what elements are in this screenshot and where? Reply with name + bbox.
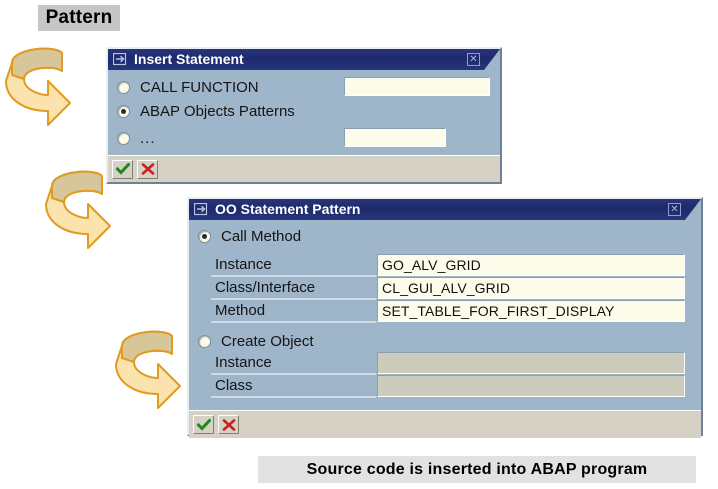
radio-label-create-object: Create Object [221, 332, 314, 350]
field-label-create-instance: Instance [211, 352, 376, 375]
field-input-create-class[interactable] [377, 375, 685, 397]
oo-statement-pattern-dialog[interactable]: OO Statement Pattern ✕ Call Method Insta… [187, 197, 703, 438]
radio-abap-objects-patterns[interactable] [117, 104, 130, 118]
oo-statement-toolbar [189, 410, 701, 438]
call-function-input[interactable] [344, 77, 490, 96]
radio-label-abap-objects-patterns: ABAP Objects Patterns [140, 102, 295, 120]
oo-statement-titlebar: OO Statement Pattern ✕ [189, 199, 701, 220]
field-input-class-interface[interactable]: CL_GUI_ALV_GRID [377, 277, 685, 299]
other-input[interactable] [344, 128, 446, 147]
confirm-button[interactable] [193, 415, 214, 434]
flow-arrow-2 [44, 168, 112, 254]
cancel-button[interactable] [137, 159, 158, 179]
close-icon[interactable]: ✕ [467, 53, 480, 66]
insert-statement-body: CALL FUNCTION ABAP Objects Patterns ... [108, 75, 500, 182]
radio-label-other: ... [140, 129, 156, 147]
flow-arrow-3 [114, 328, 182, 414]
radio-row-create-object[interactable]: Create Object [189, 330, 314, 352]
pattern-label: Pattern [38, 5, 120, 31]
radio-other[interactable] [117, 131, 130, 145]
oo-statement-body: Call Method Instance GO_ALV_GRID Class/I… [189, 224, 701, 438]
field-input-create-instance[interactable] [377, 352, 685, 374]
close-icon[interactable]: ✕ [668, 203, 681, 216]
field-input-method[interactable]: SET_TABLE_FOR_FIRST_DISPLAY [377, 300, 685, 322]
cancel-button[interactable] [218, 415, 239, 434]
confirm-button[interactable] [112, 159, 133, 179]
radio-label-call-method: Call Method [221, 227, 302, 245]
insert-statement-title: Insert Statement [134, 51, 244, 67]
window-pointer-icon [193, 202, 210, 216]
radio-call-function[interactable] [117, 80, 130, 94]
radio-row-call-method[interactable]: Call Method [189, 224, 701, 248]
insert-statement-dialog[interactable]: Insert Statement ✕ CALL FUNCTION ABAP Ob… [106, 47, 502, 184]
caption-label: Source code is inserted into ABAP progra… [258, 456, 696, 483]
window-pointer-icon [112, 52, 129, 66]
oo-statement-title: OO Statement Pattern [215, 201, 361, 217]
radio-row-abap-objects-patterns[interactable]: ABAP Objects Patterns [108, 99, 500, 123]
radio-row-other[interactable]: ... [108, 126, 500, 150]
field-input-instance[interactable]: GO_ALV_GRID [377, 254, 685, 276]
radio-create-object[interactable] [198, 334, 211, 348]
radio-row-call-function[interactable]: CALL FUNCTION [108, 75, 500, 99]
flow-arrow-1 [4, 45, 72, 131]
radio-label-call-function: CALL FUNCTION [140, 78, 259, 96]
field-label-method: Method [211, 300, 376, 323]
field-label-class-interface: Class/Interface [211, 277, 376, 300]
titlebar-corner [685, 199, 701, 220]
radio-call-method[interactable] [198, 229, 211, 243]
titlebar-corner [484, 49, 500, 70]
insert-statement-toolbar [108, 155, 500, 182]
insert-statement-titlebar: Insert Statement ✕ [108, 49, 500, 70]
field-label-create-class: Class [211, 375, 376, 398]
field-label-instance: Instance [211, 254, 376, 277]
